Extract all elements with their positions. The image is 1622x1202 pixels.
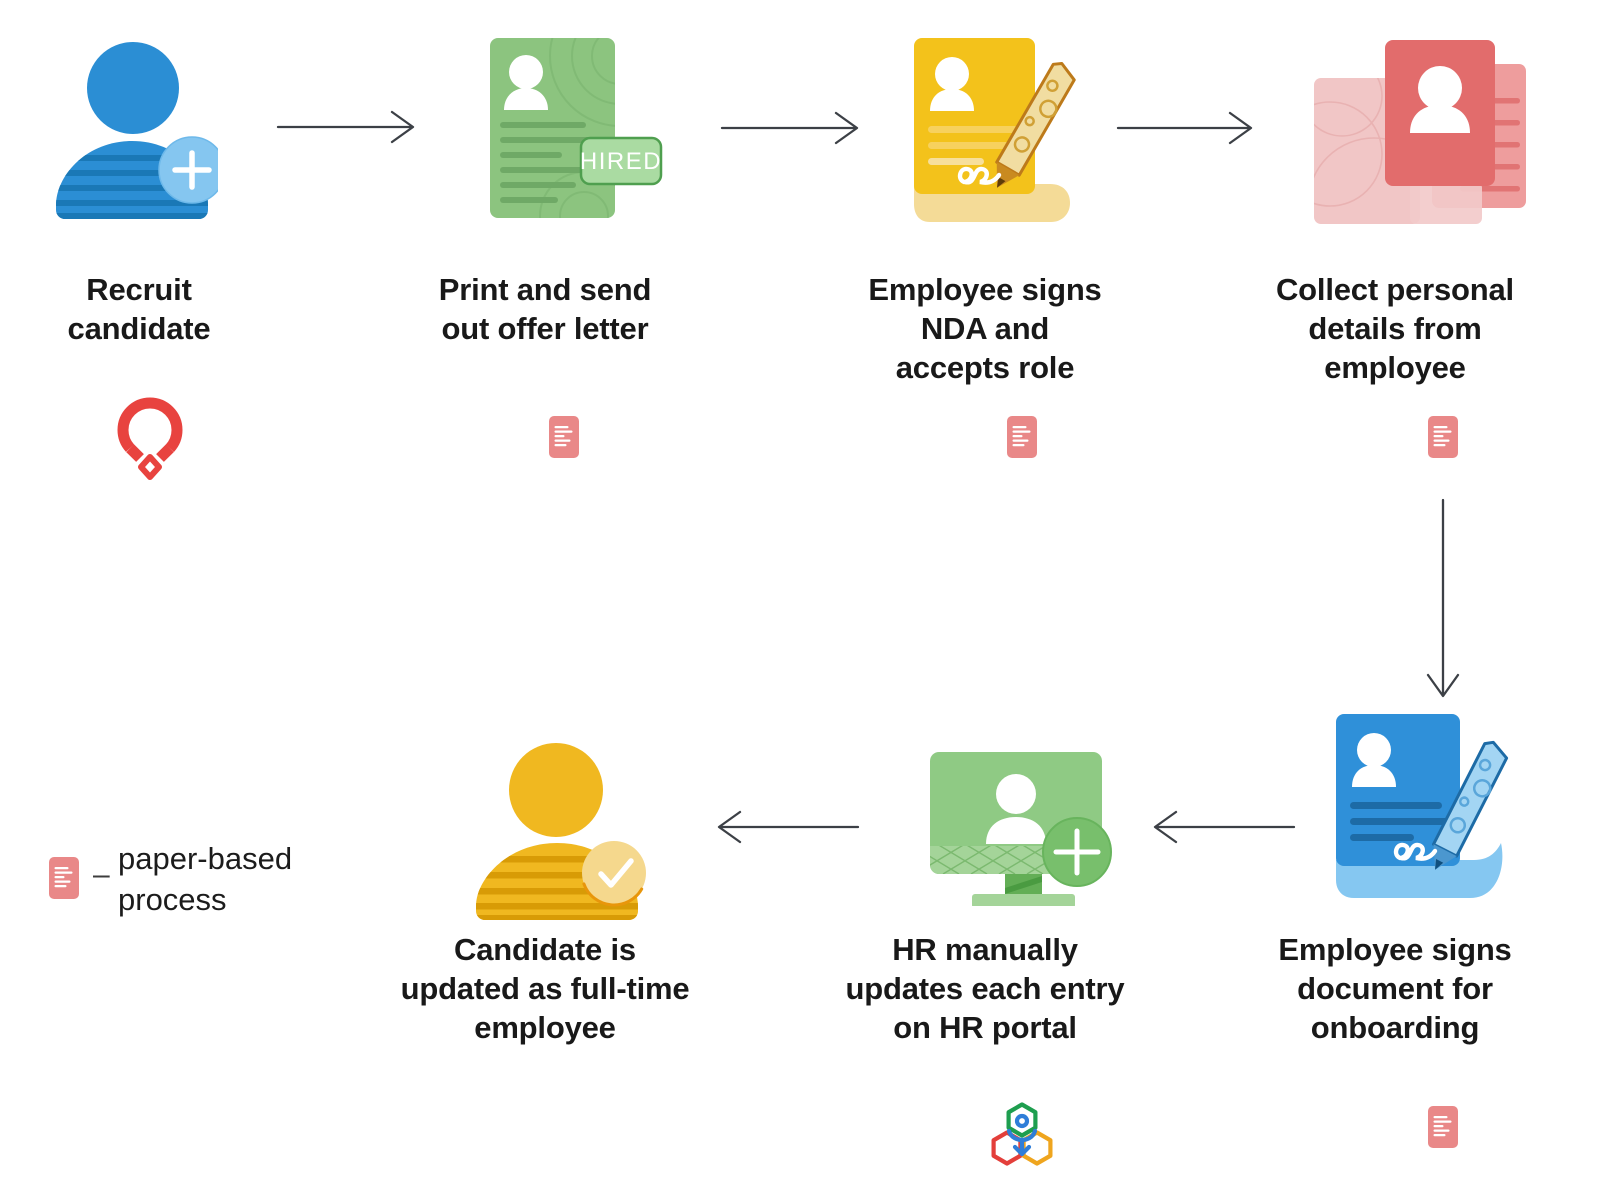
legend-separator: –	[93, 858, 110, 891]
step-label-sign-nda: Employee signs NDA and accepts role	[868, 272, 1102, 385]
step-label-hr-updates-portal: HR manually updates each entry on HR por…	[845, 932, 1125, 1045]
hr-portal-computer-icon	[930, 752, 1112, 906]
step-label-print-offer-letter: Print and send out offer letter	[438, 272, 652, 346]
arrow-step3-step4	[1116, 111, 1253, 145]
signature-squiggle	[957, 166, 1002, 185]
check-icon	[598, 858, 634, 888]
hired-badge-text: HIRED	[580, 148, 662, 175]
step-label-candidate-fulltime: Candidate is updated as full-time employ…	[400, 932, 690, 1045]
paper-process-icon	[1428, 1106, 1458, 1148]
paper-process-icon	[1428, 416, 1458, 458]
legend-label: paper-based process	[118, 841, 293, 917]
offer-letter-icon: HIRED	[490, 38, 663, 218]
legend-paper-process-icon	[49, 857, 79, 899]
arrow-step6-step7	[717, 810, 860, 844]
person-add-icon	[56, 42, 218, 219]
document-stack-icon	[1314, 40, 1526, 224]
paper-process-icon	[1007, 416, 1037, 458]
zoho-people-icon	[991, 1102, 1053, 1166]
arrow-step4-step5	[1426, 498, 1460, 698]
employee-confirmed-icon	[476, 743, 646, 920]
zoho-recruit-icon	[117, 397, 183, 480]
arrow-step2-step3	[720, 111, 859, 145]
step-label-recruit-candidate: Recruit candidate	[67, 272, 211, 346]
hired-badge	[579, 136, 663, 186]
signed-onboarding-doc-icon	[1336, 714, 1509, 898]
paper-process-icon	[549, 416, 579, 458]
arrow-step1-step2	[276, 110, 415, 144]
arrow-step5-step6	[1153, 810, 1296, 844]
pen-icon	[1431, 740, 1509, 870]
signature-squiggle	[1393, 842, 1438, 861]
pen-icon	[995, 61, 1076, 188]
step-label-sign-onboarding: Employee signs document for onboarding	[1278, 932, 1512, 1045]
step-label-collect-details: Collect personal details from employee	[1276, 272, 1514, 385]
signed-nda-icon	[914, 38, 1076, 222]
